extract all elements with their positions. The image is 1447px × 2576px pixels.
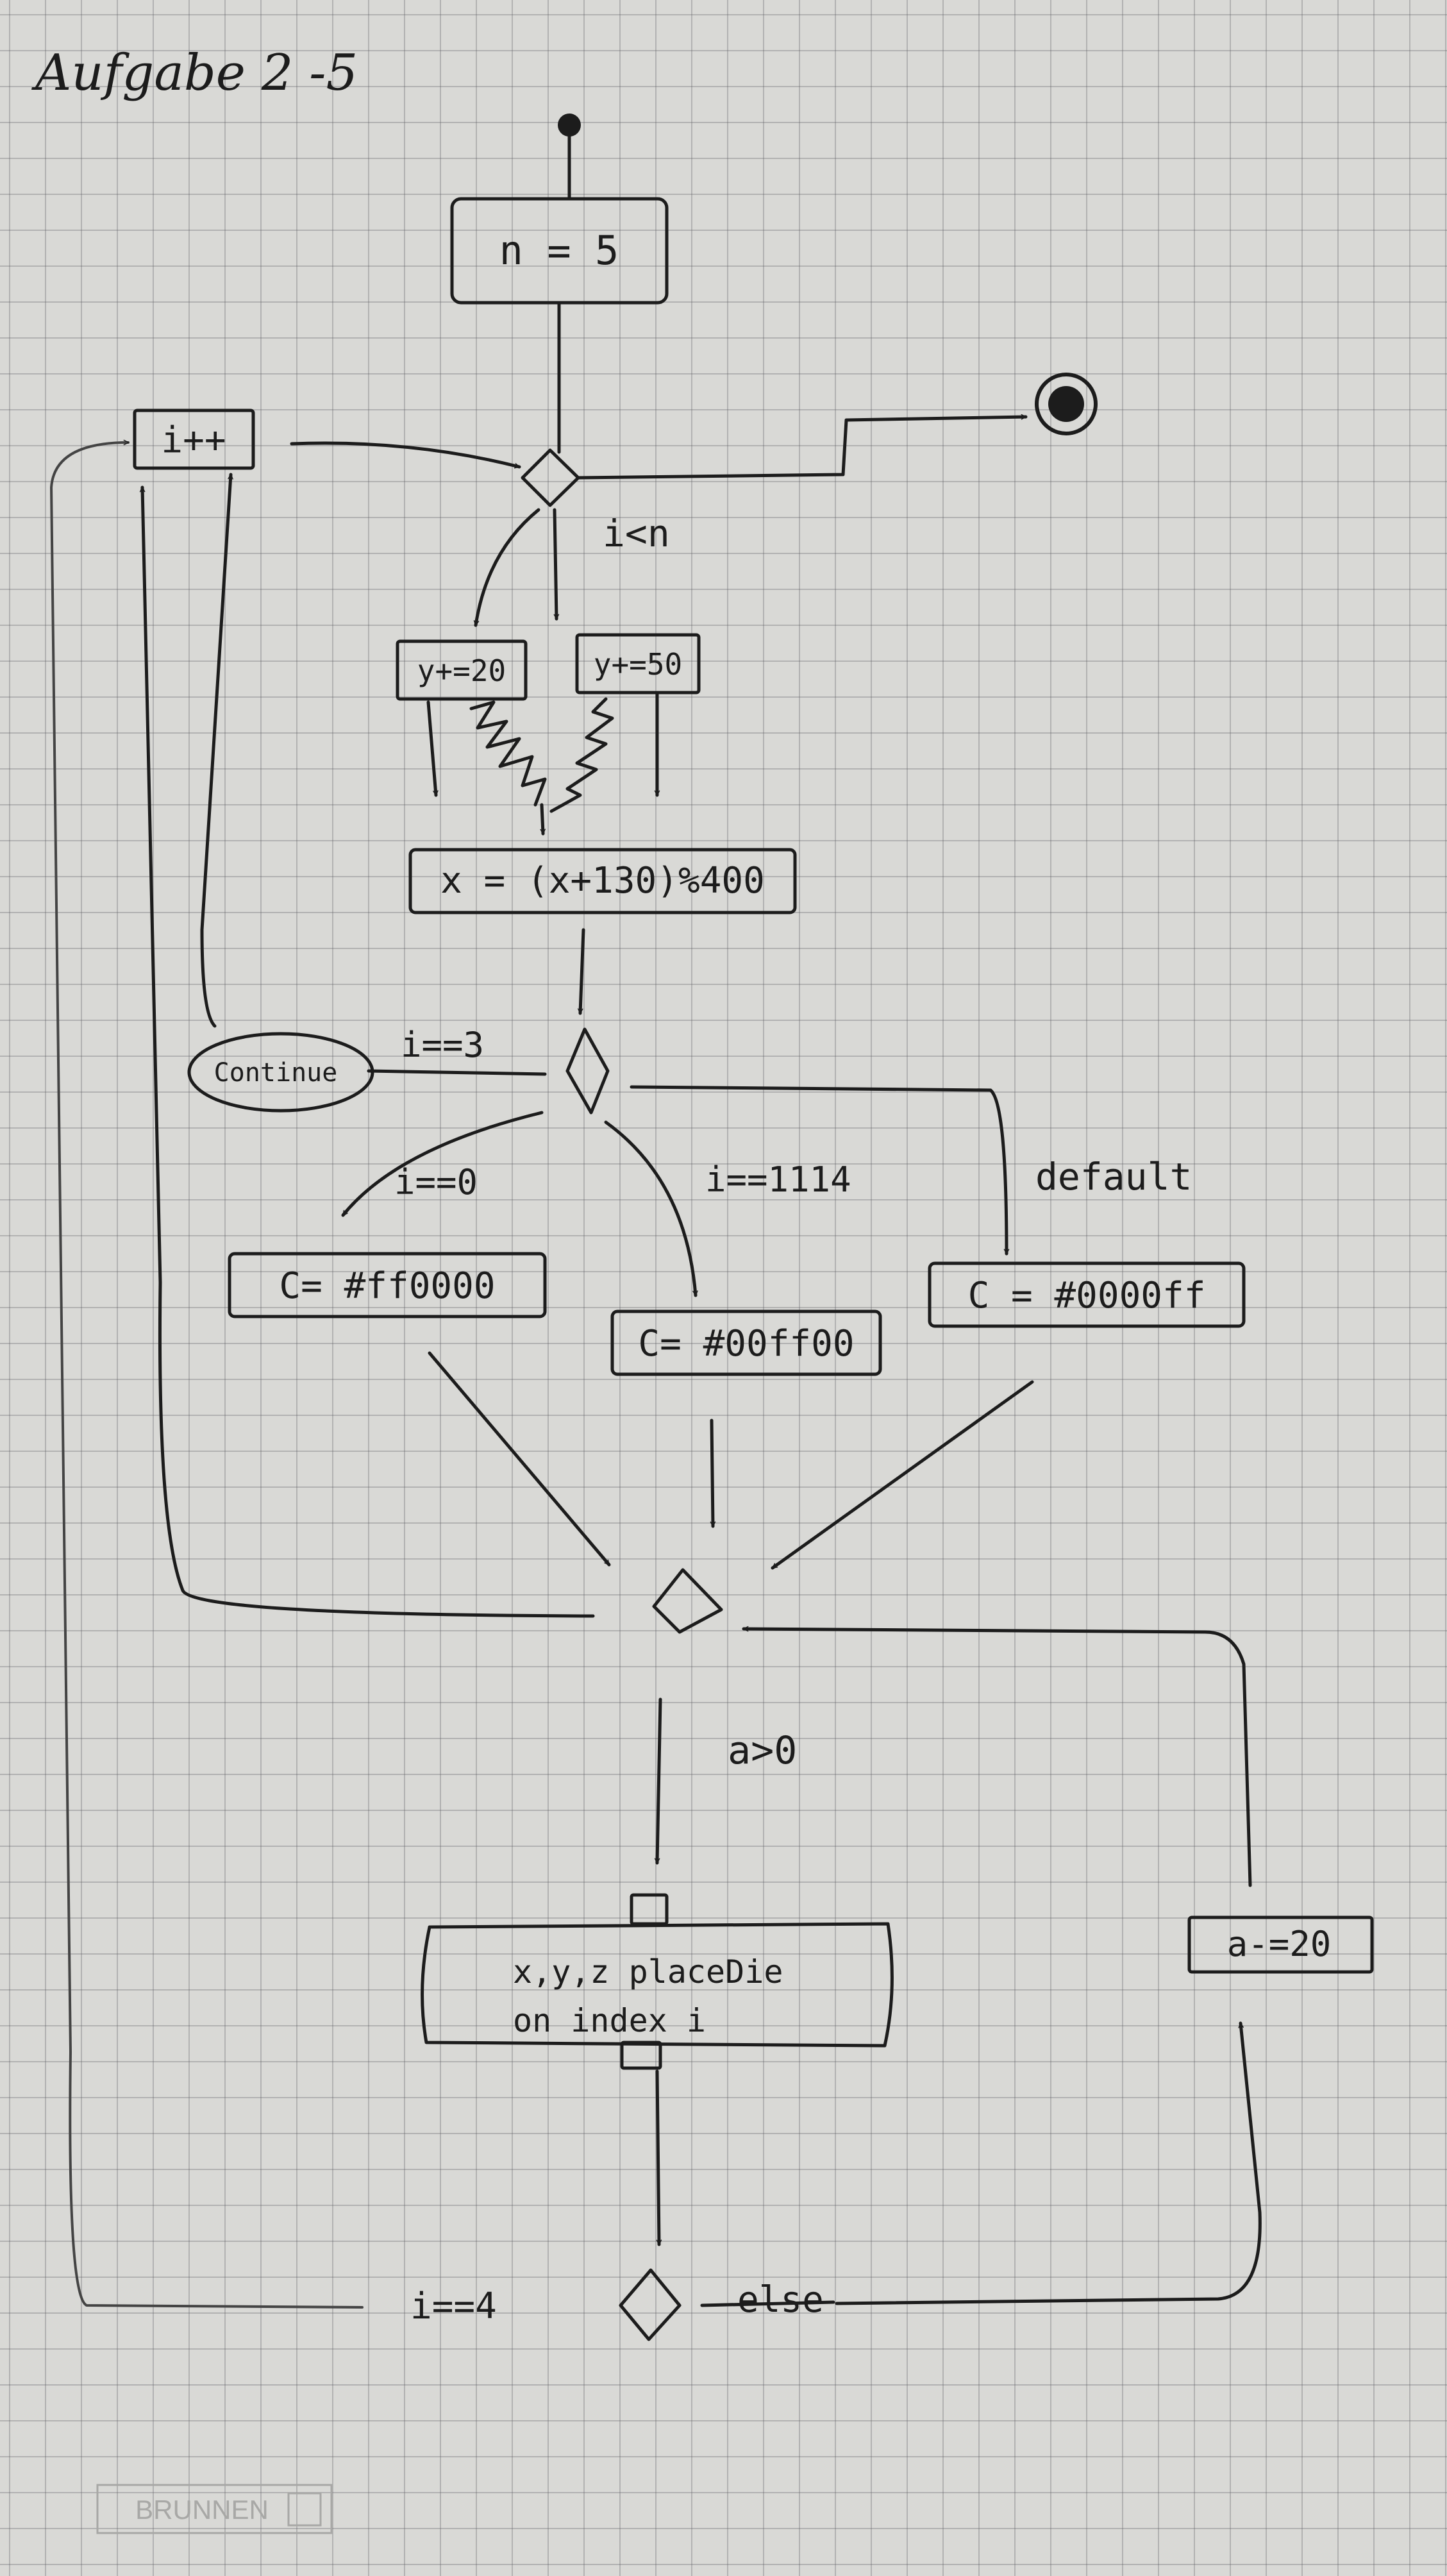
brand-stamp-text: BRUNNEN xyxy=(135,2495,269,2525)
cond-else-label: else xyxy=(737,2279,824,2321)
brand-stamp: BRUNNEN xyxy=(96,2484,333,2534)
cond-i1114-label: i==1114 xyxy=(705,1159,851,1200)
edge-blue-to-merge xyxy=(771,1380,1034,1570)
y-plus-20-box: y+=20 xyxy=(396,639,528,701)
edge-y20-down xyxy=(426,700,436,797)
cond-i0-label: i==0 xyxy=(394,1162,478,1202)
cond-a-gt-0-label: a>0 xyxy=(728,1728,797,1773)
edge-switch-to-continue xyxy=(367,1071,547,1076)
color-blue-box: C = #0000ff xyxy=(928,1261,1246,1328)
edge-final-to-increment xyxy=(50,442,364,2309)
edge-red-to-merge xyxy=(428,1351,611,1567)
edge-increment-to-loop xyxy=(290,441,521,467)
end-node xyxy=(1035,373,1098,435)
color-red-label: C= #ff0000 xyxy=(279,1265,495,1307)
cond-i3-label: i==3 xyxy=(401,1025,484,1065)
increment-box: i++ xyxy=(133,408,255,470)
color-blue-label: C = #0000ff xyxy=(968,1275,1206,1317)
edge-loop-to-y50 xyxy=(553,508,556,621)
increment-label: i++ xyxy=(161,419,226,461)
edge-switch-to-blue xyxy=(630,1085,1007,1256)
final-decision-diamond xyxy=(619,2268,682,2341)
color-green-label: C= #00ff00 xyxy=(638,1323,854,1365)
edge-continue-to-increment xyxy=(200,473,231,1028)
edge-final-to-a-minus xyxy=(700,2023,1262,2307)
color-red-box: C= #ff0000 xyxy=(228,1252,547,1318)
merge-decision-diamond xyxy=(652,1568,723,1634)
loop-decision-diamond xyxy=(521,448,580,507)
edge-merge-to-place xyxy=(657,1697,662,1865)
x-assign-box: x = (x+130)%400 xyxy=(408,848,797,914)
a-minus-20-box: a-=20 xyxy=(1187,1915,1374,1974)
y-plus-50-label: y+=50 xyxy=(594,647,682,682)
edge-a-minus-to-merge xyxy=(742,1629,1252,1887)
place-line1-label: x,y,z placeDie xyxy=(513,1953,783,1991)
scribble-left xyxy=(469,700,547,807)
loop-guard-label: i<n xyxy=(603,512,670,555)
edge-x-to-switch xyxy=(580,928,585,1015)
cond-default-label: default xyxy=(1035,1155,1192,1199)
place-die-box: x,y,z placeDie on index i xyxy=(421,1893,894,2070)
init-box: n = 5 xyxy=(450,197,669,305)
edge-merge-to-increment xyxy=(142,485,595,1618)
edge-switch-to-red xyxy=(341,1111,544,1217)
scribble-right xyxy=(549,697,614,813)
color-green-box: C= #00ff00 xyxy=(610,1309,882,1376)
edge-loop-to-end xyxy=(576,417,1028,480)
continue-label: Continue xyxy=(214,1058,338,1088)
continue-node: Continue xyxy=(187,1032,374,1113)
a-minus-20-label: a-=20 xyxy=(1227,1924,1332,1964)
edge-place-to-final xyxy=(655,2069,659,2246)
x-assign-label: x = (x+130)%400 xyxy=(440,860,765,902)
edge-green-to-merge xyxy=(710,1418,713,1528)
cond-i4-label: i==4 xyxy=(410,2286,497,2327)
init-label: n = 5 xyxy=(499,227,619,274)
edge-scribble-to-x xyxy=(542,803,543,836)
edge-switch-to-green xyxy=(604,1120,696,1297)
place-line2-label: on index i xyxy=(513,2002,706,2039)
y-plus-50-box: y+=50 xyxy=(575,633,701,695)
edge-loop-to-y20 xyxy=(476,508,540,627)
page-title: Aufgabe 2 -5 xyxy=(31,44,358,102)
switch-decision-diamond xyxy=(565,1027,610,1115)
y-plus-20-label: y+=20 xyxy=(417,653,506,688)
start-node xyxy=(558,114,581,137)
